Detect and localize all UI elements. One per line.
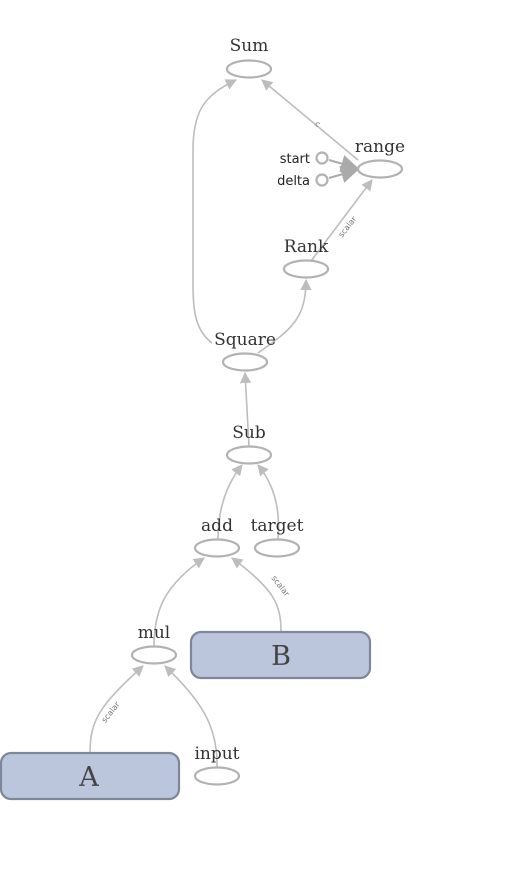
node-delta-shape[interactable] [315, 173, 329, 187]
edge-delta-range [328, 165, 359, 183]
node-b[interactable]: B [189, 630, 372, 680]
node-a-shape[interactable] [0, 751, 181, 801]
edge-range-sum [261, 79, 359, 161]
edge-label-range-sum: c [313, 119, 322, 129]
edge-sub-square [239, 371, 252, 447]
node-square-shape[interactable] [221, 352, 269, 372]
node-rank[interactable]: Rank [282, 237, 330, 279]
node-start[interactable]: start [280, 151, 329, 167]
node-b-shape[interactable] [189, 630, 372, 680]
node-sub[interactable]: Sub [225, 423, 273, 465]
node-target-label: target [251, 516, 304, 536]
node-sum[interactable]: Sum [225, 36, 273, 79]
edge-target-sub [257, 464, 280, 540]
node-add-shape[interactable] [193, 538, 241, 558]
edge-start-range [328, 155, 359, 173]
node-rank-label: Rank [284, 237, 329, 257]
edge-input-mul [164, 665, 218, 768]
node-mul-shape[interactable] [130, 645, 178, 665]
node-mul[interactable]: mul [130, 623, 178, 665]
edge-b-add [231, 557, 282, 633]
node-target-shape[interactable] [253, 538, 301, 558]
node-range[interactable]: range [355, 137, 405, 179]
edge-label-b-add: scalar [270, 574, 292, 599]
node-range-label: range [355, 137, 405, 157]
node-add-label: add [201, 516, 233, 536]
node-delta[interactable]: delta [277, 173, 329, 189]
node-start-shape[interactable] [315, 151, 329, 165]
node-range-shape[interactable] [356, 159, 404, 179]
edge-rank-range [310, 179, 373, 262]
node-add[interactable]: add [193, 516, 241, 558]
node-mul-label: mul [138, 623, 171, 643]
node-target[interactable]: target [251, 516, 304, 558]
edge-square-rank [257, 278, 312, 354]
node-rank-shape[interactable] [282, 259, 330, 279]
edge-label-a-mul: scalar [100, 700, 122, 725]
node-input[interactable]: input [193, 744, 241, 786]
edge-label-rank-range: scalar [337, 214, 359, 239]
node-square[interactable]: Square [214, 330, 276, 372]
edge-square-sum [192, 79, 238, 344]
node-sub-label: Sub [232, 423, 266, 443]
node-start-label: start [280, 152, 310, 167]
node-a[interactable]: A [0, 751, 181, 801]
node-sum-shape[interactable] [225, 59, 273, 79]
node-input-shape[interactable] [193, 766, 241, 786]
node-input-label: input [194, 744, 239, 764]
node-sub-shape[interactable] [225, 445, 273, 465]
edge-add-sub [217, 464, 243, 540]
node-delta-label: delta [277, 174, 310, 189]
node-a-label: A [78, 762, 99, 793]
edge-mul-add [153, 557, 205, 647]
node-sum-label: Sum [230, 36, 269, 56]
node-b-label: B [271, 641, 291, 672]
edge-a-mul [89, 665, 144, 754]
node-square-label: Square [214, 330, 276, 350]
